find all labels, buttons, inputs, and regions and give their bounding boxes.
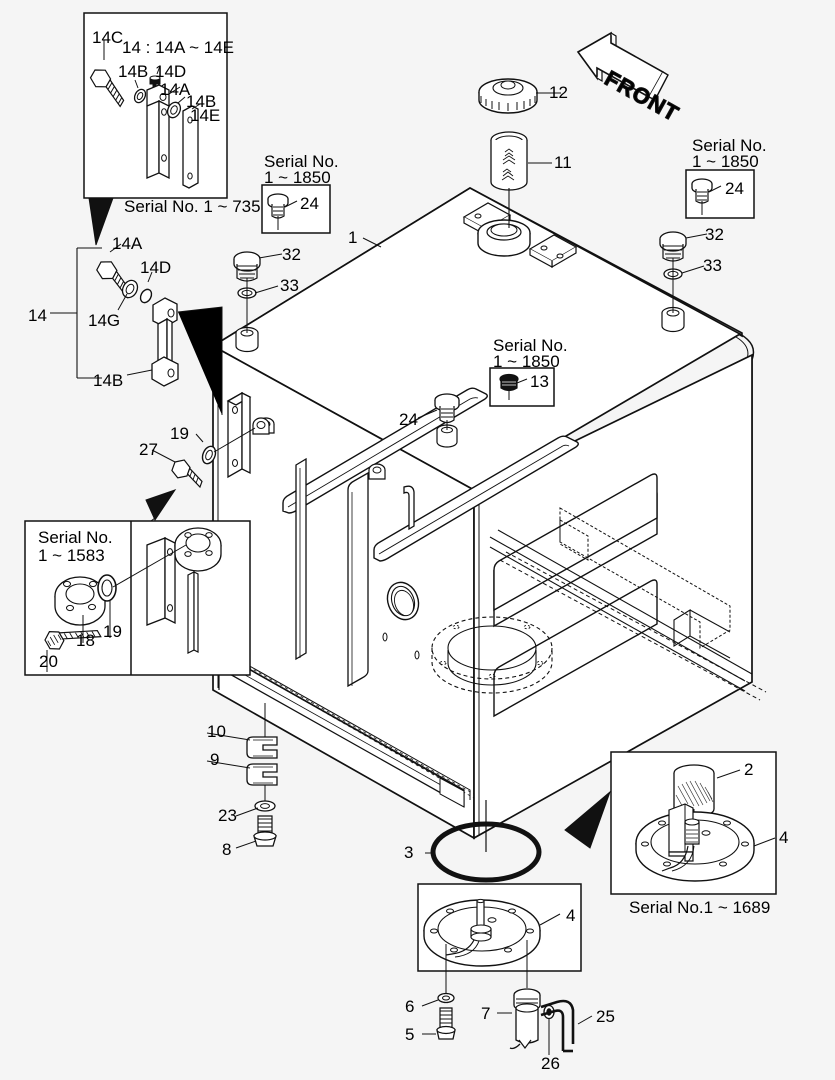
callout-6: 6 <box>405 997 415 1016</box>
drain-flange-hidden <box>431 616 553 694</box>
mount-pad-b <box>528 234 578 269</box>
callout-11: 11 <box>554 153 572 172</box>
callout-14B: 14B <box>93 371 124 390</box>
callout-13: 13 <box>530 372 549 391</box>
inset2-caption: Serial No.1 ~ 1689 <box>629 898 771 917</box>
serial-tl-line2: 1 ~ 1850 <box>264 168 331 187</box>
callout-32-right: 32 <box>705 225 724 244</box>
inset-box-18 <box>24 520 251 676</box>
serial-ll-line1: Serial No. <box>38 528 113 547</box>
callout-14B-top: 14B <box>118 62 149 81</box>
serial-tl-line1: Serial No. <box>264 152 339 171</box>
callout-14A: 14A <box>112 234 143 253</box>
oring-part-19 <box>195 433 217 465</box>
callout-8: 8 <box>222 840 232 859</box>
boss-right-plug <box>661 306 685 333</box>
inset-box-24-top-left <box>261 184 331 234</box>
callout-9: 9 <box>210 750 220 769</box>
callout-14D-inset: 14D <box>155 62 187 81</box>
callout-10: 10 <box>207 722 226 741</box>
internal-rails <box>489 507 767 701</box>
callout-1: 1 <box>348 228 358 247</box>
callout-14A-inset: 14A <box>160 80 191 99</box>
flange-part-18 <box>54 576 106 643</box>
inset14-caption: Serial No. 1 ~ 735 <box>124 197 261 216</box>
callout-20: 20 <box>39 652 58 671</box>
callout-26: 26 <box>541 1054 560 1073</box>
callout-2: 2 <box>744 760 754 779</box>
callout-24-tr: 24 <box>725 179 744 198</box>
callout-14B-right: 14B <box>186 92 217 111</box>
filler-boss <box>477 219 531 257</box>
clip-part-10 <box>206 732 278 759</box>
callout-4-center: 4 <box>566 906 576 925</box>
callout-14E: 14E <box>190 106 221 125</box>
callout-18: 18 <box>76 631 95 650</box>
left-face-bracket <box>226 391 252 479</box>
serial-tr-line1: Serial No. <box>692 136 767 155</box>
inset-box-4 <box>417 883 582 972</box>
flange-right <box>174 527 222 572</box>
filler-strainer-part-11 <box>490 131 528 228</box>
gasket-part-3 <box>425 800 542 883</box>
inset-box-24-top-right <box>685 169 755 219</box>
callout-19-inset: 19 <box>103 622 122 641</box>
inset-box-13 <box>489 367 555 407</box>
washer-part-23 <box>235 800 276 817</box>
sight-glass <box>386 581 420 621</box>
front-direction-arrow: FRONT <box>576 31 684 127</box>
callout-24-center: 24 <box>399 410 418 429</box>
callout-23: 23 <box>218 806 237 825</box>
callout-25: 25 <box>596 1007 615 1026</box>
callout-7: 7 <box>481 1004 491 1023</box>
inset-box-14 <box>83 12 228 199</box>
bracket-assembly-14 <box>50 243 223 415</box>
washer-part-6 <box>421 992 455 1007</box>
callout-leaders <box>254 92 708 294</box>
bolt-part-5 <box>422 1007 456 1040</box>
callout-4-right: 4 <box>779 828 789 847</box>
inset14-header-label: 14 : 14A ~ 14E <box>122 38 235 57</box>
bolt-part-8 <box>235 815 277 849</box>
boss-part-19 <box>252 417 270 435</box>
callout-14D: 14D <box>140 258 172 277</box>
callout-33-left: 33 <box>280 276 299 295</box>
bolt-part-27 <box>151 449 203 489</box>
suction-filter-part-7 <box>497 988 541 1050</box>
filler-cap-part-12 <box>478 78 538 114</box>
plug-part-32-left <box>233 251 261 282</box>
boss-left-face <box>368 463 386 480</box>
serial-tr-line2: 1 ~ 1850 <box>692 152 759 171</box>
callout-27: 27 <box>139 440 158 459</box>
callout-12: 12 <box>549 83 568 102</box>
callout-19: 19 <box>170 424 189 443</box>
plug-part-32-right <box>659 231 687 262</box>
serial-ll-line2: 1 ~ 1583 <box>38 546 105 565</box>
callout-33-right: 33 <box>703 256 722 275</box>
main-tank-body <box>211 187 767 840</box>
hose-part-25 <box>540 999 593 1053</box>
callout-14C: 14C <box>92 28 124 47</box>
clip-part-9 <box>206 760 278 786</box>
callout-5: 5 <box>405 1025 415 1044</box>
bolt-part-24-center <box>434 393 460 424</box>
serial-mid-line2: 1 ~ 1850 <box>493 352 560 371</box>
callout-3: 3 <box>404 843 414 862</box>
callout-14G: 14G <box>88 311 121 330</box>
serial-mid-line1: Serial No. <box>493 336 568 355</box>
callout-32-left: 32 <box>282 245 301 264</box>
callout-14: 14 <box>28 306 47 325</box>
callout-24-tl: 24 <box>300 194 319 213</box>
inset-box-2 <box>610 751 777 895</box>
